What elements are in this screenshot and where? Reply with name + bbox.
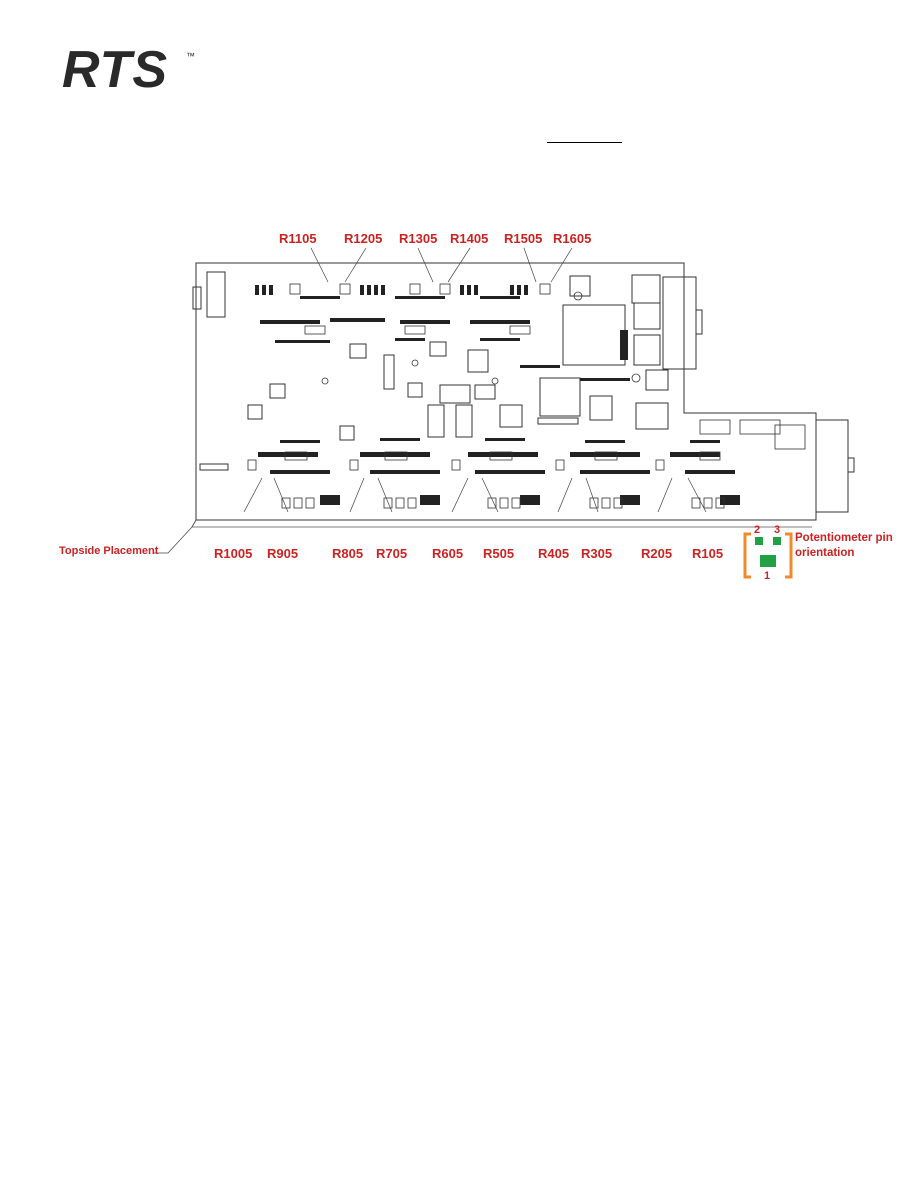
label-r1505: R1505 [504, 231, 543, 246]
label-r1005: R1005 [214, 546, 253, 561]
label-r1405: R1405 [450, 231, 489, 246]
pin-2-label: 2 [754, 524, 761, 536]
topside-placement-label: Topside Placement [59, 545, 159, 557]
rts-logo: RTS [62, 41, 169, 99]
connector-left [206, 271, 226, 318]
pin-2-pad [755, 537, 763, 545]
label-r105: R105 [692, 546, 724, 561]
label-r705: R705 [376, 546, 408, 561]
ic-4 [633, 302, 661, 330]
board-3d-edge [191, 519, 812, 528]
caption-line-2: orientation [795, 547, 855, 559]
label-r405: R405 [538, 546, 570, 561]
pin-1-label: 1 [764, 570, 771, 582]
ic-3 [631, 274, 661, 304]
label-r605: R605 [432, 546, 464, 561]
leader-lines [154, 247, 707, 554]
board-outline [195, 262, 817, 521]
ic-5 [633, 334, 661, 366]
potentiometer-pin-icon [743, 532, 793, 579]
trademark-symbol: ™ [186, 51, 195, 61]
ic-2 [539, 377, 581, 417]
label-r305: R305 [581, 546, 613, 561]
ic-6 [635, 402, 669, 430]
title-underline [547, 142, 622, 143]
label-r1105: R1105 [279, 231, 317, 246]
connector-bottom-right [815, 419, 849, 513]
label-r805: R805 [332, 546, 364, 561]
pin-1-pad [760, 555, 776, 567]
connector-top-right [662, 276, 697, 370]
label-r505: R505 [483, 546, 515, 561]
label-r1605: R1605 [553, 231, 592, 246]
main-ic [562, 304, 626, 366]
caption-line-1: Potentiometer pin [795, 532, 893, 544]
potentiometer-caption: Potentiometer pin orientation [795, 531, 893, 561]
label-r905: R905 [267, 546, 299, 561]
component-clusters [255, 285, 740, 505]
pin-3-label: 3 [774, 524, 781, 536]
label-r1205: R1205 [344, 231, 383, 246]
pin-3-pad [773, 537, 781, 545]
label-r205: R205 [641, 546, 673, 561]
label-r1305: R1305 [399, 231, 438, 246]
